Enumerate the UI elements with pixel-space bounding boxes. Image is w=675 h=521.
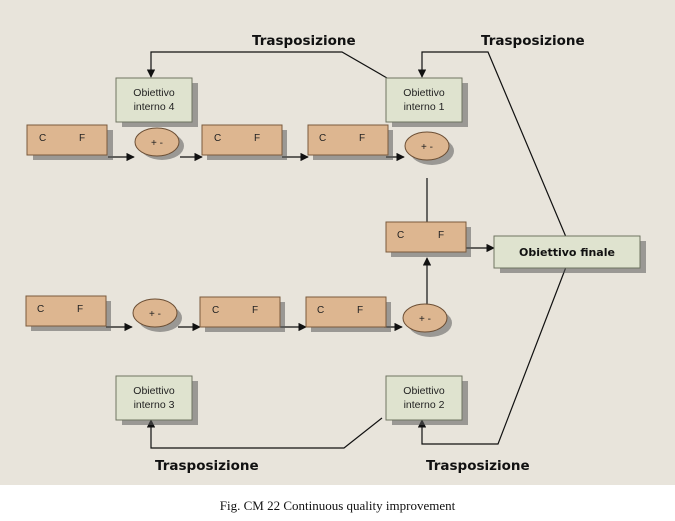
transposition-label-top-left: Trasposizione [252,33,356,49]
cf-c-label: C [212,305,219,316]
cf-box-top-2: C F [201,124,287,160]
operator-bottom-1: + - [132,298,182,332]
cf-c-label: C [39,133,46,144]
operator-label: + - [421,142,433,153]
cf-c-label: C [397,230,404,241]
objective-line-2: interno 1 [404,101,445,113]
cf-c-label: C [37,304,44,315]
cf-box-center: C F [385,221,471,257]
objective-line-2: interno 3 [134,399,175,411]
transposition-label-bottom-right: Trasposizione [426,458,530,474]
objective-line-2: interno 2 [404,399,445,411]
cf-box-bottom-2: C F [199,296,285,332]
obiettivo-finale: Obiettivo finale [493,235,646,273]
operator-label: + - [151,138,163,149]
cf-f-label: F [254,133,260,144]
quality-improvement-diagram: C F + - C F C F + - Obiettivo interno 4 … [0,0,675,485]
cf-f-label: F [357,305,363,316]
cf-c-label: C [317,305,324,316]
objective-line-1: Obiettivo [403,87,445,99]
cf-box-bottom-3: C F [305,296,391,332]
transposition-label-top-right: Trasposizione [481,33,585,49]
objective-line-1: Obiettivo [133,87,175,99]
operator-bottom-2: + - [402,303,452,337]
cf-f-label: F [77,304,83,315]
obiettivo-interno-4: Obiettivo interno 4 [115,77,198,127]
cf-box-top-3: C F [307,124,393,160]
figure-caption: Fig. CM 22 Continuous quality improvemen… [219,498,456,513]
obiettivo-interno-3: Obiettivo interno 3 [115,375,198,425]
final-objective-label: Obiettivo finale [519,246,615,259]
transposition-label-bottom-left: Trasposizione [155,458,259,474]
objective-line-1: Obiettivo [403,385,445,397]
cf-box-bottom-1: C F [25,295,111,331]
obiettivo-interno-1: Obiettivo interno 1 [385,77,468,127]
cf-f-label: F [79,133,85,144]
objective-line-2: interno 4 [134,101,175,113]
cf-c-label: C [319,133,326,144]
operator-label: + - [149,309,161,320]
objective-line-1: Obiettivo [133,385,175,397]
operator-label: + - [419,314,431,325]
operator-top-1: + - [134,127,184,160]
operator-top-2: + - [404,131,454,165]
obiettivo-interno-2: Obiettivo interno 2 [385,375,468,425]
cf-c-label: C [214,133,221,144]
cf-f-label: F [438,230,444,241]
cf-f-label: F [252,305,258,316]
cf-box-top-1: C F [26,124,113,160]
cf-f-label: F [359,133,365,144]
